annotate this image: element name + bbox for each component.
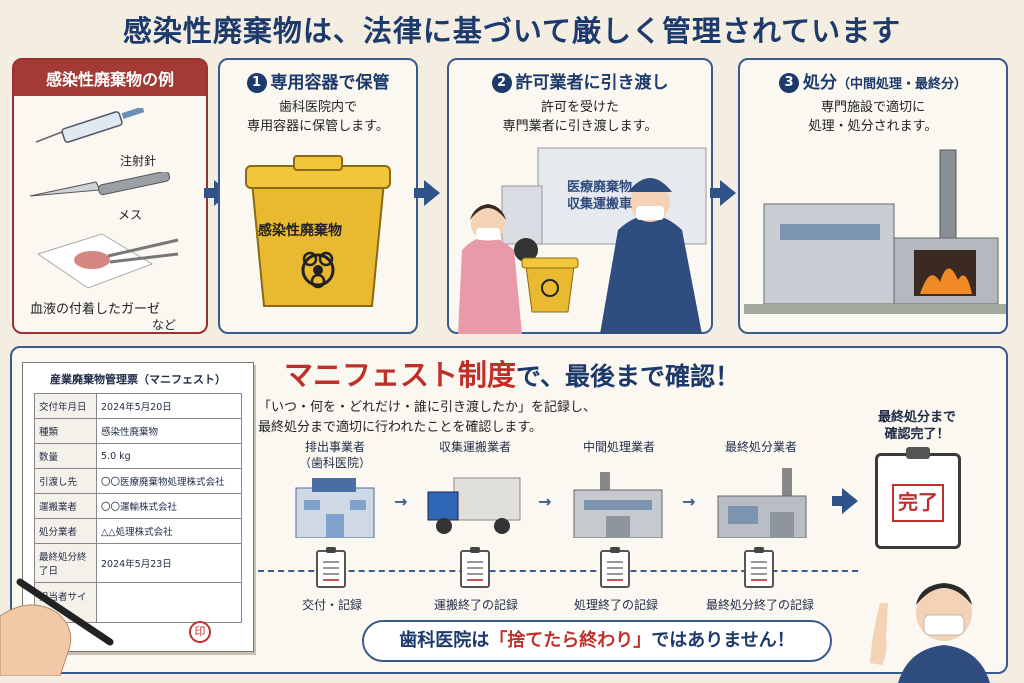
form-row-value: 感染性廃棄物 xyxy=(96,418,242,444)
step2-desc: 許可を受けた専門業者に引き渡します。 xyxy=(502,100,658,134)
record-label-4: 最終処分終了の記録 xyxy=(705,598,814,612)
gauze-icon xyxy=(36,233,179,289)
flow-node-carrier-label: 収集運搬業者 xyxy=(438,440,511,454)
disposal-plant-icon xyxy=(717,468,807,538)
arrow-icon xyxy=(414,180,440,206)
scalpel-icon xyxy=(29,172,171,197)
container-label: 感染性廃棄物 xyxy=(258,223,342,239)
form-row-value xyxy=(96,582,242,623)
factory-icon xyxy=(573,472,663,538)
form-row-key: 運搬業者 xyxy=(34,493,97,519)
flow-node-clinic-label: 排出事業者（歯科医院） xyxy=(298,440,371,470)
examples-header: 感染性廃棄物の例 xyxy=(14,60,206,96)
hand-pen-icon xyxy=(0,578,114,676)
doctor-avatar-icon xyxy=(870,583,990,683)
form-row-value: 5.0 kg xyxy=(96,443,242,469)
biohazard-container-icon xyxy=(245,155,391,307)
examples-panel: 感染性廃棄物の例 注射針 メス 血液の付着したガーゼ など xyxy=(12,58,208,334)
form-row-key: 数量 xyxy=(34,443,97,469)
clipboard-complete-icon: 完了 xyxy=(875,447,961,549)
manifest-desc: 「いつ・何を・どれだけ・誰に引き渡したか」を記録し、最終処分まで適切に行われたこ… xyxy=(258,400,597,435)
form-row-value: △△処理株式会社 xyxy=(96,518,242,544)
speech-bubble: 歯科医院は「捨てたら終わり」ではありません！ xyxy=(362,620,832,662)
example-needle-label: 注射針 xyxy=(120,154,157,168)
incineration-plant-icon xyxy=(744,149,1006,314)
form-row: 処分業者△△処理株式会社 xyxy=(34,518,242,544)
flow-arrow-icon: → xyxy=(538,492,552,511)
form-row-value: 〇〇医療廃棄物処理株式会社 xyxy=(96,468,242,494)
flow-node-intermediate-label: 中間処理業者 xyxy=(582,440,655,454)
manifest-title: マニフェスト制度で、最後まで確認！ xyxy=(283,358,741,392)
flow-node-final-label: 最終処分業者 xyxy=(724,440,797,454)
form-row-key: 最終処分終了日 xyxy=(34,543,97,583)
example-gauze-label: 血液の付着したガーゼ xyxy=(30,302,161,317)
example-more-label: など xyxy=(152,318,177,332)
form-row-key: 処分業者 xyxy=(34,518,97,544)
syringe-icon xyxy=(35,108,145,143)
form-row-key: 交付年月日 xyxy=(34,393,97,419)
example-scalpel-label: メス xyxy=(118,208,143,222)
form-row-key: 種類 xyxy=(34,418,97,444)
complete-stamp: 完了 xyxy=(892,484,944,522)
step3-desc: 専門施設で適切に処理・処分されます。 xyxy=(808,100,938,134)
flow-arrow-icon: → xyxy=(682,492,696,511)
record-label-3: 処理終了の記録 xyxy=(573,598,658,612)
form-row: 引渡し先〇〇医療廃棄物処理株式会社 xyxy=(34,468,242,494)
clinic-building-icon xyxy=(295,478,375,538)
handover-scene-icon xyxy=(458,147,707,334)
flow-arrow-icon: → xyxy=(394,492,408,511)
record-label-2: 運搬終了の記録 xyxy=(433,598,518,612)
record-clipboard-icon xyxy=(600,547,630,588)
record-clipboard-icon xyxy=(316,547,346,588)
complete-text: 最終処分まで確認完了！ xyxy=(877,410,956,442)
record-label-1: 交付・記録 xyxy=(301,598,362,612)
form-row-value: 〇〇運輸株式会社 xyxy=(96,493,242,519)
record-clipboard-icon xyxy=(744,547,774,588)
truck-icon xyxy=(427,477,521,534)
truck-label: 医療廃棄物収集運搬車 xyxy=(567,180,633,212)
seal-stamp: 印 xyxy=(189,621,211,643)
form-row: 種類感染性廃棄物 xyxy=(34,418,242,444)
page-title: 感染性廃棄物は、法律に基づいて厳しく管理されています xyxy=(122,14,902,48)
form-title: 産業廃棄物管理票（マニフェスト） xyxy=(50,373,226,386)
step1-desc: 歯科医院内で専用容器に保管します。 xyxy=(247,100,389,134)
final-arrow-icon xyxy=(832,488,858,514)
arrow-icon xyxy=(710,180,736,206)
form-row: 運搬業者〇〇運輸株式会社 xyxy=(34,493,242,519)
record-clipboard-icon xyxy=(460,547,490,588)
record-dashed-line xyxy=(258,570,858,572)
form-row-value: 2024年5月20日 xyxy=(96,393,242,419)
form-row-key: 引渡し先 xyxy=(34,468,97,494)
